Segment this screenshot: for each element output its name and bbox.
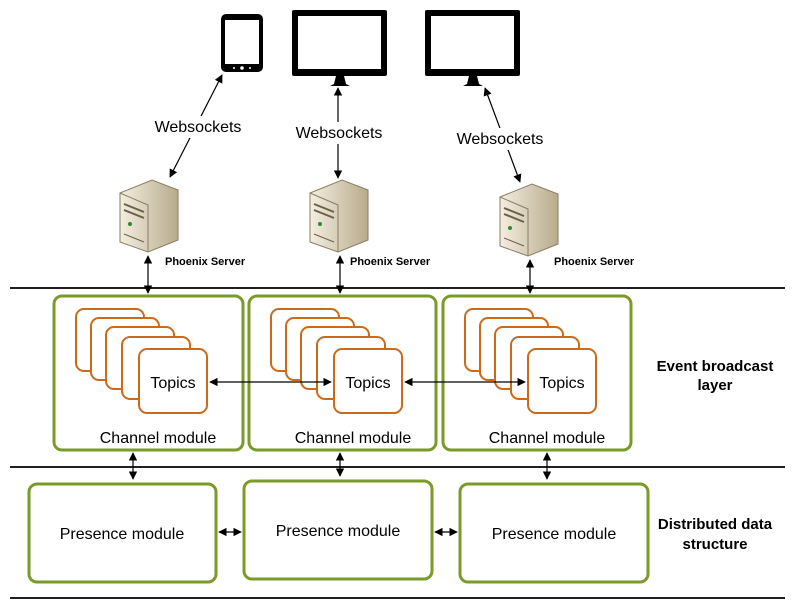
presence-module-label: Presence module bbox=[492, 526, 617, 543]
tablet-icon bbox=[221, 14, 263, 72]
channel-module: Topics Channel module bbox=[247, 294, 438, 452]
topics-card bbox=[527, 348, 597, 414]
channel-module-label: Channel module bbox=[100, 430, 217, 447]
websockets-label: Websockets bbox=[296, 125, 383, 142]
websockets-label: Websockets bbox=[457, 131, 544, 148]
server-label: Phoenix Server bbox=[350, 256, 431, 268]
presence-module: Presence module bbox=[242, 479, 434, 581]
server-label: Phoenix Server bbox=[554, 256, 635, 268]
distributed-data-structure-label: Distributed data bbox=[658, 516, 773, 533]
presence-module: Presence module bbox=[458, 482, 650, 584]
channel-module: Topics Channel module bbox=[441, 294, 633, 452]
event-broadcast-layer-label: layer bbox=[697, 377, 732, 394]
server-icon bbox=[309, 179, 369, 253]
topics-card bbox=[333, 348, 403, 414]
presence-module-label: Presence module bbox=[60, 526, 185, 543]
topics-label: Topics bbox=[345, 375, 390, 392]
channel-module: Topics Channel module bbox=[52, 294, 245, 452]
monitor-icon bbox=[292, 10, 387, 86]
server-icon bbox=[499, 183, 559, 257]
server-icon bbox=[119, 179, 179, 253]
channel-module-label: Channel module bbox=[489, 430, 606, 447]
topics-label: Topics bbox=[539, 375, 584, 392]
event-broadcast-layer-label: Event broadcast bbox=[657, 358, 774, 375]
monitor-icon bbox=[425, 10, 520, 86]
presence-module: Presence module bbox=[27, 482, 218, 584]
channel-module-label: Channel module bbox=[295, 430, 412, 447]
distributed-data-structure-label: structure bbox=[682, 536, 747, 553]
topics-card bbox=[138, 348, 208, 414]
topics-label: Topics bbox=[150, 375, 195, 392]
server-label: Phoenix Server bbox=[165, 256, 246, 268]
websockets-label: Websockets bbox=[155, 119, 242, 136]
presence-module-label: Presence module bbox=[276, 523, 401, 540]
